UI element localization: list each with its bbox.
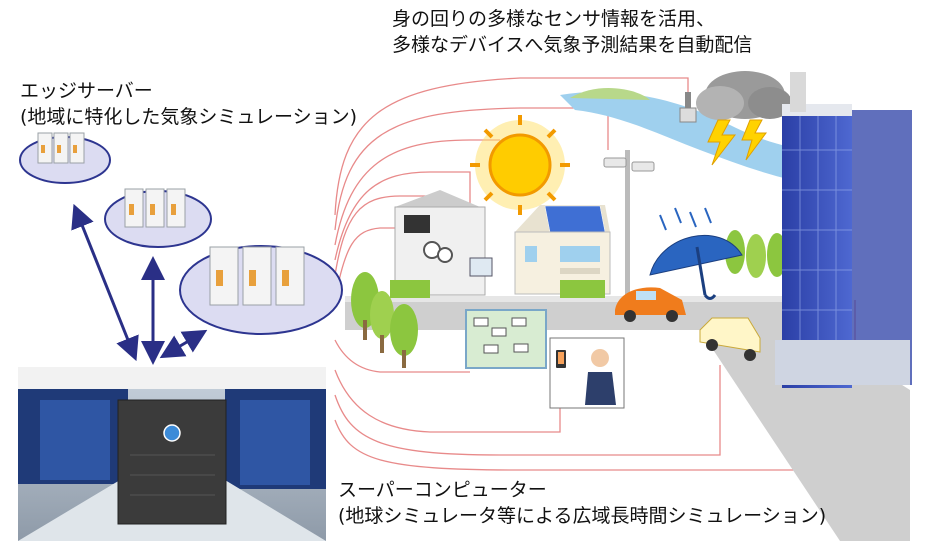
supercomputer-photo bbox=[18, 367, 326, 541]
umbrella-icon bbox=[649, 207, 743, 300]
server-rack-icon bbox=[124, 188, 186, 228]
taxi-car bbox=[699, 317, 761, 361]
office-building-icon bbox=[775, 72, 912, 388]
caption-line: 身の回りの多様なセンサ情報を活用、 bbox=[392, 8, 716, 30]
person-with-phone bbox=[549, 337, 625, 409]
server-rack-icon bbox=[209, 246, 305, 306]
map-display bbox=[465, 309, 547, 369]
smartphone-icon bbox=[556, 350, 566, 368]
caption-line: 多様なデバイスへ気象予測結果を自動配信 bbox=[392, 34, 753, 56]
supercomputer-caption: スーパーコンピューター (地球シミュレータ等による広域長時間シミュレーション) bbox=[338, 477, 826, 529]
sensor-delivery-caption: 身の回りの多様なセンサ情報を活用、 多様なデバイスへ気象予測結果を自動配信 bbox=[392, 6, 752, 58]
server-rack-icon bbox=[37, 132, 85, 164]
caption-line: スーパーコンピューター bbox=[338, 479, 547, 501]
edge-server-group-3 bbox=[179, 245, 343, 335]
city-scene bbox=[345, 71, 912, 541]
edge-server-group-2 bbox=[104, 188, 212, 248]
caption-line: エッジサーバー bbox=[20, 80, 153, 102]
room-with-appliances bbox=[394, 190, 493, 296]
sun-icon bbox=[470, 115, 570, 215]
data-exchange-arrows bbox=[71, 203, 208, 365]
caption-line: (地球シミュレータ等による広域長時間シミュレーション) bbox=[338, 505, 827, 527]
car-icon bbox=[615, 287, 686, 322]
trees bbox=[351, 230, 787, 368]
caption-line: (地域に特化した気象シミュレーション) bbox=[20, 106, 358, 128]
edge-server-group-1 bbox=[19, 132, 111, 184]
camera-icon bbox=[603, 150, 655, 295]
edge-server-caption: エッジサーバー (地域に特化した気象シミュレーション) bbox=[20, 78, 357, 130]
thundercloud-icon bbox=[696, 71, 792, 166]
